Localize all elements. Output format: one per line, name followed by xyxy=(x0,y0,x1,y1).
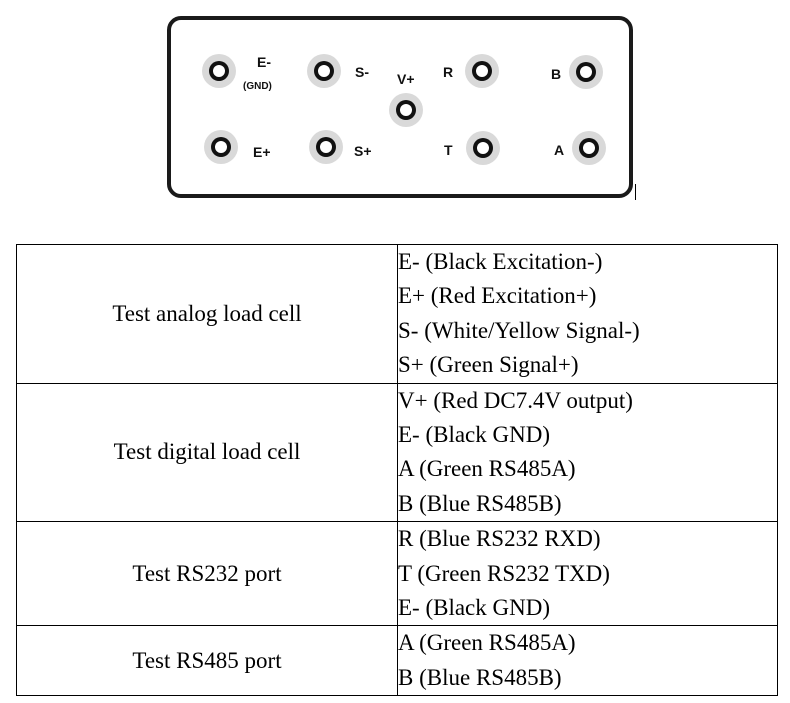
pin-item: E- (Black GND) xyxy=(398,421,551,447)
terminal-r xyxy=(465,54,499,88)
table-row: Test RS485 port A (Green RS485A) B (Blue… xyxy=(16,625,778,697)
terminal-e-plus xyxy=(204,130,238,164)
pin-item: R (Blue RS232 RXD) xyxy=(398,526,601,552)
table-row: Test digital load cell V+ (Red DC7.4V ou… xyxy=(16,382,778,523)
terminal-a xyxy=(572,131,606,165)
test-cell: Test analog load cell xyxy=(16,244,398,384)
terminal-v-plus xyxy=(389,93,423,127)
connector-panel xyxy=(167,16,633,198)
table-row: Test RS232 port R (Blue RS232 RXD) T (Gr… xyxy=(16,521,778,627)
table-row: Test analog load cell E- (Black Excitati… xyxy=(16,244,778,384)
pin-item: A (Green RS485A) xyxy=(398,456,576,482)
terminal-t xyxy=(466,131,500,165)
terminal-s-plus xyxy=(309,130,343,164)
test-cell: Test RS485 port xyxy=(16,625,398,697)
pin-item: B (Blue RS485B) xyxy=(398,664,562,690)
pin-item: A (Green RS485A) xyxy=(398,630,576,656)
terminal-label-s-minus: S- xyxy=(355,64,369,80)
terminal-label-e-plus: E+ xyxy=(253,144,271,160)
terminal-label-v-plus: V+ xyxy=(397,71,415,87)
pin-item: E- (Black Excitation-) xyxy=(398,249,603,274)
pin-item: T (Green RS232 TXD) xyxy=(398,560,610,586)
wiring-table: Test analog load cell E- (Black Excitati… xyxy=(16,244,778,697)
terminal-label-e-minus: E- xyxy=(257,54,271,70)
terminal-label-b: B xyxy=(551,66,562,82)
pin-list-cell: V+ (Red DC7.4V output) E- (Black GND) A … xyxy=(397,382,778,523)
pin-item: E- (Black GND) xyxy=(398,594,551,620)
terminal-e-minus xyxy=(202,54,236,88)
terminal-b xyxy=(569,55,603,89)
pin-list-cell: E- (Black Excitation-) E+ (Red Excitatio… xyxy=(397,244,778,384)
terminal-label-s-plus: S+ xyxy=(354,143,372,159)
test-cell: Test digital load cell xyxy=(16,382,398,523)
pin-item: B (Blue RS485B) xyxy=(398,490,562,516)
pin-item: S- (White/Yellow Signal-) xyxy=(398,317,640,343)
pin-item: E+ (Red Excitation+) xyxy=(398,283,597,309)
test-cell: Test RS232 port xyxy=(16,521,398,627)
terminal-label-r: R xyxy=(443,64,454,80)
terminal-label-a: A xyxy=(554,142,565,158)
pin-item: S+ (Green Signal+) xyxy=(398,352,579,378)
pin-item: V+ (Red DC7.4V output) xyxy=(398,387,633,413)
pin-list-cell: A (Green RS485A) B (Blue RS485B) xyxy=(397,625,778,697)
pin-list-cell: R (Blue RS232 RXD) T (Green RS232 TXD) E… xyxy=(397,521,778,627)
terminal-sublabel-gnd: (GND) xyxy=(243,81,272,92)
text-cursor xyxy=(635,184,636,200)
terminal-label-t: T xyxy=(444,142,453,158)
terminal-s-minus xyxy=(307,54,341,88)
